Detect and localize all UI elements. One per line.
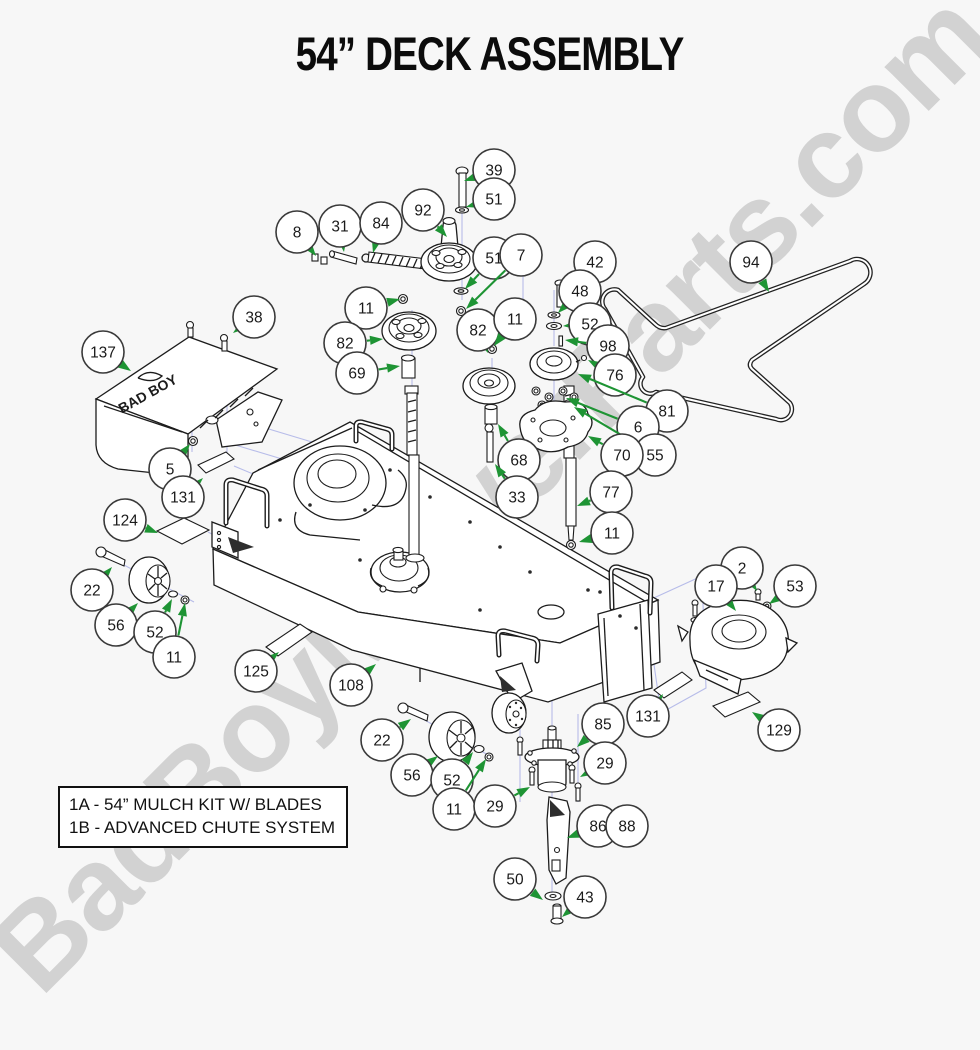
callout-77: 77 (577, 471, 632, 513)
svg-text:125: 125 (243, 664, 269, 681)
callout-38: 38 (233, 296, 275, 338)
callout-84: 84 (360, 202, 402, 253)
callout-88: 88 (606, 805, 648, 847)
svg-text:82: 82 (469, 323, 486, 340)
callout-94: 94 (730, 241, 772, 292)
svg-text:129: 129 (766, 723, 792, 740)
svg-text:84: 84 (372, 216, 390, 233)
callout-70: 70 (588, 434, 643, 476)
svg-text:29: 29 (486, 799, 503, 816)
callout-124: 124 (104, 499, 158, 541)
svg-text:29: 29 (596, 756, 613, 773)
svg-text:137: 137 (90, 345, 116, 362)
svg-text:48: 48 (571, 284, 588, 301)
callout-53: 53 (769, 565, 816, 607)
svg-text:77: 77 (602, 485, 619, 502)
svg-text:5: 5 (166, 462, 175, 479)
callout-11: 11 (579, 512, 633, 554)
svg-text:43: 43 (576, 890, 593, 907)
svg-text:98: 98 (599, 339, 616, 356)
callout-129: 129 (752, 709, 800, 751)
svg-text:88: 88 (618, 819, 635, 836)
callout-29: 29 (474, 785, 530, 827)
callout-50: 50 (494, 858, 543, 900)
svg-text:11: 11 (358, 301, 374, 318)
callout-22: 22 (71, 567, 113, 611)
callout-29: 29 (580, 742, 626, 784)
svg-text:7: 7 (517, 248, 526, 265)
svg-text:11: 11 (446, 802, 462, 819)
svg-text:69: 69 (348, 366, 365, 383)
svg-text:124: 124 (112, 513, 138, 530)
callout-56: 56 (95, 603, 138, 646)
callout-137: 137 (82, 331, 131, 373)
svg-text:11: 11 (166, 650, 182, 667)
callout-131: 131 (162, 476, 204, 518)
svg-text:22: 22 (373, 733, 390, 750)
discharge-chute: BAD BOY (96, 322, 282, 477)
svg-text:131: 131 (170, 490, 196, 507)
svg-text:39: 39 (485, 163, 502, 180)
svg-text:2: 2 (738, 561, 747, 578)
svg-text:92: 92 (414, 203, 431, 220)
note-line-2: 1B - ADVANCED CHUTE SYSTEM (69, 816, 337, 839)
svg-text:17: 17 (707, 579, 724, 596)
callout-43: 43 (562, 876, 606, 918)
svg-text:56: 56 (107, 618, 124, 635)
decal-124 (157, 518, 209, 544)
svg-text:33: 33 (508, 490, 525, 507)
svg-text:76: 76 (606, 368, 623, 385)
callout-131: 131 (627, 694, 669, 737)
callout-69: 69 (336, 352, 400, 394)
svg-text:6: 6 (634, 420, 643, 437)
callout-22: 22 (361, 719, 411, 761)
decal-125 (266, 624, 312, 656)
svg-text:11: 11 (604, 526, 620, 543)
callout-125: 125 (235, 650, 279, 692)
callout-108: 108 (330, 664, 376, 706)
svg-text:85: 85 (594, 717, 611, 734)
callout-92: 92 (402, 189, 447, 237)
svg-text:86: 86 (589, 819, 606, 836)
svg-text:131: 131 (635, 709, 661, 726)
decal-131-left (198, 452, 234, 473)
belt-cover (678, 589, 797, 694)
svg-text:51: 51 (485, 192, 502, 209)
svg-text:50: 50 (506, 872, 524, 889)
page-title: 54” DECK ASSEMBLY (0, 26, 980, 81)
drive-belt (602, 259, 870, 420)
svg-text:31: 31 (331, 219, 348, 236)
svg-text:108: 108 (338, 678, 364, 695)
svg-text:11: 11 (507, 312, 523, 329)
svg-text:42: 42 (586, 255, 603, 272)
callout-8: 8 (276, 211, 318, 256)
decal-131-right (654, 672, 692, 698)
note-box: 1A - 54” MULCH KIT W/ BLADES 1B - ADVANC… (58, 786, 348, 848)
svg-text:38: 38 (245, 310, 262, 327)
svg-text:52: 52 (146, 625, 163, 642)
svg-text:53: 53 (786, 579, 803, 596)
callout-51: 51 (466, 178, 515, 220)
svg-text:52: 52 (443, 773, 460, 790)
callout-31: 31 (319, 205, 361, 252)
svg-text:94: 94 (742, 255, 760, 272)
svg-text:8: 8 (293, 225, 302, 242)
svg-text:70: 70 (613, 448, 631, 465)
svg-text:81: 81 (658, 404, 675, 421)
callout-17: 17 (695, 565, 737, 611)
note-line-1: 1A - 54” MULCH KIT W/ BLADES (69, 793, 337, 816)
svg-text:56: 56 (403, 768, 420, 785)
wheel-bottom (398, 703, 493, 762)
svg-text:82: 82 (336, 336, 353, 353)
svg-text:22: 22 (83, 583, 100, 600)
svg-text:68: 68 (510, 453, 527, 470)
front-caster (492, 663, 532, 733)
callout-11: 11 (494, 298, 536, 346)
callout-85: 85 (577, 703, 624, 747)
svg-text:55: 55 (646, 448, 663, 465)
